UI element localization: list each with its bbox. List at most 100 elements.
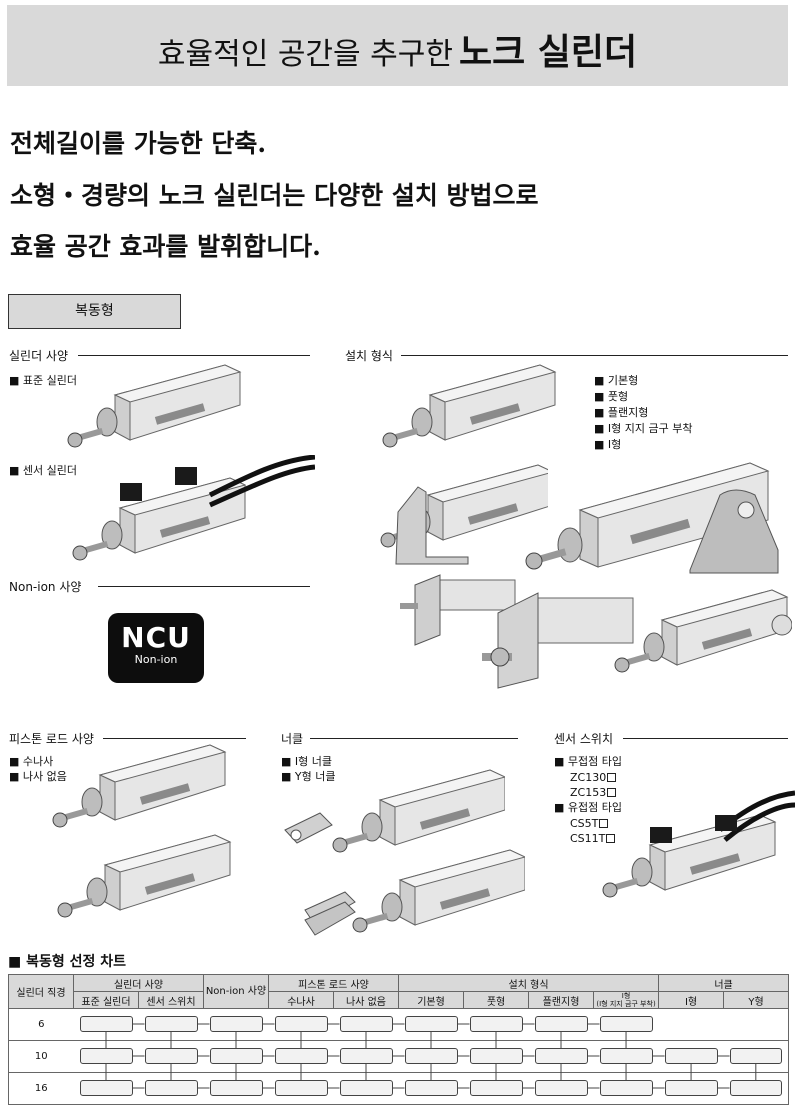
option-box[interactable] [404,1016,458,1032]
option-box[interactable] [339,1080,393,1096]
option-box[interactable] [664,1048,718,1064]
model-cs5t: CS5T [554,816,622,831]
bullet-label: 풋형 [607,390,629,403]
section-divider [103,738,246,739]
header-non-ion: Non-ion 사양 [203,974,269,1009]
sensor-block [120,483,142,501]
col-i-bracket-note: (I형 지지 금구 부착) [596,1000,656,1008]
option-box[interactable] [534,1016,588,1032]
option-box[interactable] [144,1080,198,1096]
option-box[interactable] [469,1016,523,1032]
section-divider [623,738,788,739]
option-box[interactable] [404,1048,458,1064]
bullet-label: 수나사 [22,755,54,768]
cylinder-illustration-bracket [525,462,779,574]
title-normal: 효율적인 공간을 추구한 [157,37,453,72]
section-divider [401,355,788,356]
sensor-switch-list: ■ 무접점 타입 ZC130 ZC153 ■ 유접점 타입 CS5T CS11T [554,754,622,846]
option-box[interactable] [469,1048,523,1064]
option-box[interactable] [274,1080,328,1096]
option-box[interactable] [144,1048,198,1064]
option-box[interactable] [339,1016,393,1032]
chart-cell [593,1008,659,1041]
sensor-cable [723,802,795,842]
option-box[interactable] [534,1048,588,1064]
chart-title: ■ 복동형 선정 차트 [8,954,127,970]
bullet-standard-cylinder: ■ 표준 실린더 [9,374,77,387]
piston-rod [400,603,418,609]
header-diameter: 실린더 직경 [8,974,74,1009]
model-label: ZC153 [570,786,607,799]
model-zc153: ZC153 [554,785,622,800]
bullet-label: Y형 너클 [294,770,336,783]
chart-cell [333,1008,399,1041]
option-box[interactable] [79,1080,133,1096]
cylinder-illustration-i-type [614,589,792,673]
section-divider [98,586,310,587]
cylinder-illustration-sensor-switch [602,790,795,898]
ncu-logo-sub: Non-ion [134,653,178,666]
sensor-block [715,815,737,831]
blank-box-icon [606,834,616,843]
chart-cell [398,1008,464,1041]
lead-line-3: 효율 공간 효과를 발휘합니다. [10,232,321,261]
option-box[interactable] [404,1080,458,1096]
selection-chart: 실린더 직경 실린더 사양 Non-ion 사양 피스톤 로드 사양 설치 형식… [8,974,790,1105]
option-box[interactable] [469,1080,523,1096]
option-box[interactable] [599,1080,653,1096]
bullet-i-bracket: ■ I형 지지 금구 부착 [594,422,693,435]
option-box[interactable] [274,1048,328,1064]
mounting-list: ■ 기본형 ■ 풋형 ■ 플랜지형 ■ I형 지지 금구 부착 ■ I형 [594,373,692,453]
bullet-label: I형 너클 [294,755,332,768]
row-diameter: 16 [8,1072,74,1105]
option-box[interactable] [274,1016,328,1032]
blank-box-icon [607,788,617,797]
chart-title-text: 복동형 선정 차트 [26,954,127,970]
option-box[interactable] [599,1048,653,1064]
blank-box-icon [599,819,609,828]
model-label: CS11T [570,832,606,845]
option-box[interactable] [144,1016,198,1032]
col-i-knuckle: I형 [658,991,725,1009]
row-diameter: 10 [8,1040,74,1073]
bullet-label: I형 [607,438,622,451]
knuckle-hole [290,829,302,841]
cylinder-illustration-y-knuckle [304,849,525,936]
option-box[interactable] [729,1080,783,1096]
option-box[interactable] [209,1080,263,1096]
bullet-sensor-cylinder: ■ 센서 실린더 [9,464,77,477]
bullet-male-thread: ■ 수나사 [9,755,54,768]
sensor-block [650,827,672,843]
col-no-thread: 나사 없음 [332,991,400,1009]
option-box[interactable] [534,1080,588,1096]
model-cs11t: CS11T [554,831,622,846]
col-i-bracket-label: I형 [621,992,631,1001]
option-box[interactable] [339,1048,393,1064]
chart-cell [398,1072,464,1105]
option-box[interactable] [729,1048,783,1064]
section-title-knuckle: 너클 [281,732,304,746]
col-standard-cylinder: 표준 실린더 [73,991,139,1009]
option-box[interactable] [209,1048,263,1064]
chart-row: 6 [8,1008,790,1041]
option-box[interactable] [664,1080,718,1096]
option-box[interactable] [79,1048,133,1064]
option-box[interactable] [209,1016,263,1032]
lead-line-1: 전체길이를 가능한 단축. [10,129,267,158]
chart-cell [528,1072,594,1105]
section-title-non-ion: Non-ion 사양 [9,580,82,594]
ncu-logo-main: NCU [121,621,191,654]
chart-cell [658,1008,724,1041]
section-divider [78,355,310,356]
option-box[interactable] [599,1016,653,1032]
cylinder-body [434,579,516,611]
flange-plate [414,574,441,646]
header-piston-rod: 피스톤 로드 사양 [267,974,400,992]
type-label: 복동형 [8,294,181,329]
option-box[interactable] [79,1016,133,1032]
chart-header-row-2: 표준 실린더 센서 스위치 수나사 나사 없음 기본형 풋형 플랜지형 I형(I… [9,991,790,1009]
